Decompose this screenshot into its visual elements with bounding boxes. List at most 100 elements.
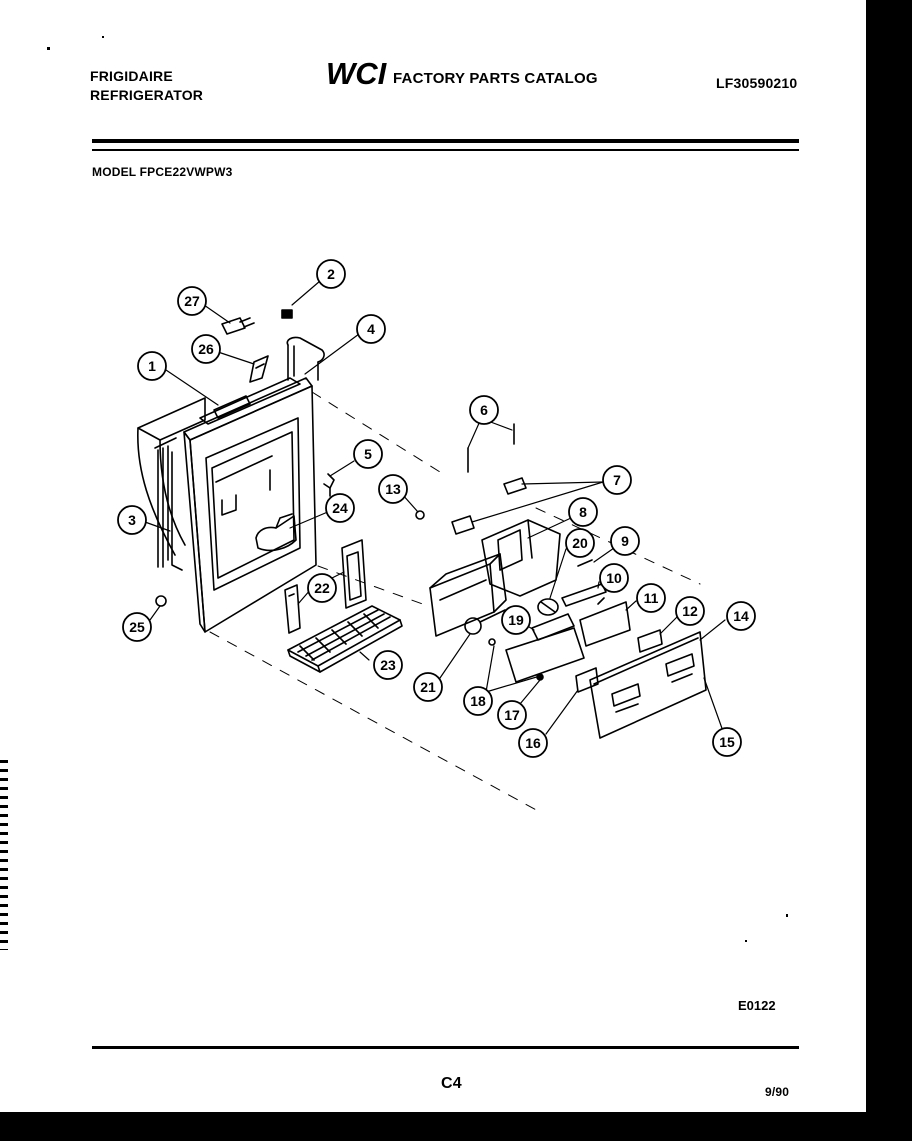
callout-number: 16 — [525, 735, 541, 751]
callout-number: 13 — [385, 481, 401, 497]
header-rule-thin — [92, 149, 799, 151]
date-code: 9/90 — [765, 1085, 790, 1099]
part-23-drip-tray — [287, 605, 403, 673]
scan-speck — [47, 47, 50, 50]
callout-15: 15 — [712, 727, 742, 757]
wci-logo: WCI — [326, 56, 388, 95]
scan-speck — [102, 36, 104, 38]
callout-25: 25 — [122, 612, 152, 642]
part-4-u-tube — [286, 336, 325, 381]
callout-number: 4 — [367, 321, 375, 337]
callout-number: 26 — [198, 341, 214, 357]
catalog-title: FACTORY PARTS CATALOG — [393, 70, 598, 87]
callout-circle — [316, 259, 346, 289]
callout-circle — [636, 583, 666, 613]
callout-10: 10 — [599, 563, 629, 593]
callout-circle — [356, 314, 386, 344]
part-2-cap — [281, 309, 293, 319]
callout-3: 3 — [117, 505, 147, 535]
scan-edge-bottom — [0, 1112, 912, 1141]
callout-circle — [565, 528, 595, 558]
callout-number: 3 — [128, 512, 136, 528]
part-25-nut — [155, 595, 167, 607]
callout-circle — [413, 672, 443, 702]
callout-9: 9 — [610, 526, 640, 556]
part-10-lever — [561, 583, 607, 607]
brand-line-1: FRIGIDAIRE — [90, 68, 173, 84]
callout-23: 23 — [373, 650, 403, 680]
callout-circle — [469, 395, 499, 425]
callout-circle — [177, 286, 207, 316]
callout-16: 16 — [518, 728, 548, 758]
part-1-top-housing — [199, 377, 301, 425]
callout-number: 24 — [332, 500, 348, 516]
callout-circle — [518, 728, 548, 758]
callout-number: 8 — [579, 504, 587, 520]
callout-group: 1234567891011121314151617181920212223242… — [117, 259, 756, 758]
exploded-parts-diagram: 1234567891011121314151617181920212223242… — [117, 259, 776, 1013]
callout-26: 26 — [191, 334, 221, 364]
actuator-housing — [429, 553, 507, 637]
drawing-code: E0122 — [738, 998, 776, 1013]
callout-7: 7 — [602, 465, 632, 495]
callout-number: 19 — [508, 612, 524, 628]
callout-number: 18 — [470, 693, 486, 709]
callout-circle — [325, 493, 355, 523]
callout-circle — [497, 700, 527, 730]
part-27-switch — [221, 317, 255, 335]
callout-number: 5 — [364, 446, 372, 462]
part-22-strip-right — [341, 539, 367, 609]
callout-6: 6 — [469, 395, 499, 425]
model-line: MODEL FPCE22VWPW3 — [92, 165, 233, 179]
page-label: C4 — [441, 1075, 462, 1092]
leader-lines — [144, 280, 726, 735]
part-24-chute — [255, 513, 297, 552]
callout-number: 9 — [621, 533, 629, 549]
callout-11: 11 — [636, 583, 666, 613]
callout-number: 14 — [733, 608, 749, 624]
callout-circle — [675, 596, 705, 626]
callout-circle — [726, 601, 756, 631]
callout-circle — [602, 465, 632, 495]
callout-number: 10 — [606, 570, 622, 586]
dispenser-housing — [137, 377, 317, 633]
header-rule-thick — [92, 139, 799, 143]
footer-rule — [92, 1046, 799, 1049]
part-16-button — [575, 667, 599, 693]
callout-number: 7 — [613, 472, 621, 488]
callout-number: 1 — [148, 358, 156, 374]
part-15-control-panel — [589, 631, 707, 739]
callout-number: 25 — [129, 619, 145, 635]
brand-line-2: REFRIGERATOR — [90, 87, 204, 103]
callout-2: 2 — [316, 259, 346, 289]
part-22-strip-left — [284, 584, 301, 634]
callout-27: 27 — [177, 286, 207, 316]
callout-8: 8 — [568, 497, 598, 527]
callout-number: 15 — [719, 734, 735, 750]
callout-circle — [117, 505, 147, 535]
callout-circle — [501, 605, 531, 635]
callout-24: 24 — [325, 493, 355, 523]
callout-number: 11 — [644, 590, 659, 606]
callout-5: 5 — [353, 439, 383, 469]
scan-speck — [786, 914, 788, 917]
part-18-pin — [488, 638, 496, 646]
callout-19: 19 — [501, 605, 531, 635]
catalog-number: LF30590210 — [716, 75, 798, 91]
callout-17: 17 — [497, 700, 527, 730]
part-7-switch-upper — [503, 477, 527, 495]
part-12-button — [637, 629, 663, 653]
part-9-screw — [577, 559, 593, 567]
callout-circle — [463, 686, 493, 716]
callout-number: 22 — [314, 580, 330, 596]
callout-18: 18 — [463, 686, 493, 716]
callout-circle — [373, 650, 403, 680]
callout-20: 20 — [565, 528, 595, 558]
callout-circle — [378, 474, 408, 504]
callout-1: 1 — [137, 351, 167, 381]
scan-edge-marks — [0, 760, 8, 950]
callout-number: 21 — [420, 679, 436, 695]
callout-number: 17 — [504, 707, 520, 723]
callout-21: 21 — [413, 672, 443, 702]
callout-number: 6 — [480, 402, 488, 418]
